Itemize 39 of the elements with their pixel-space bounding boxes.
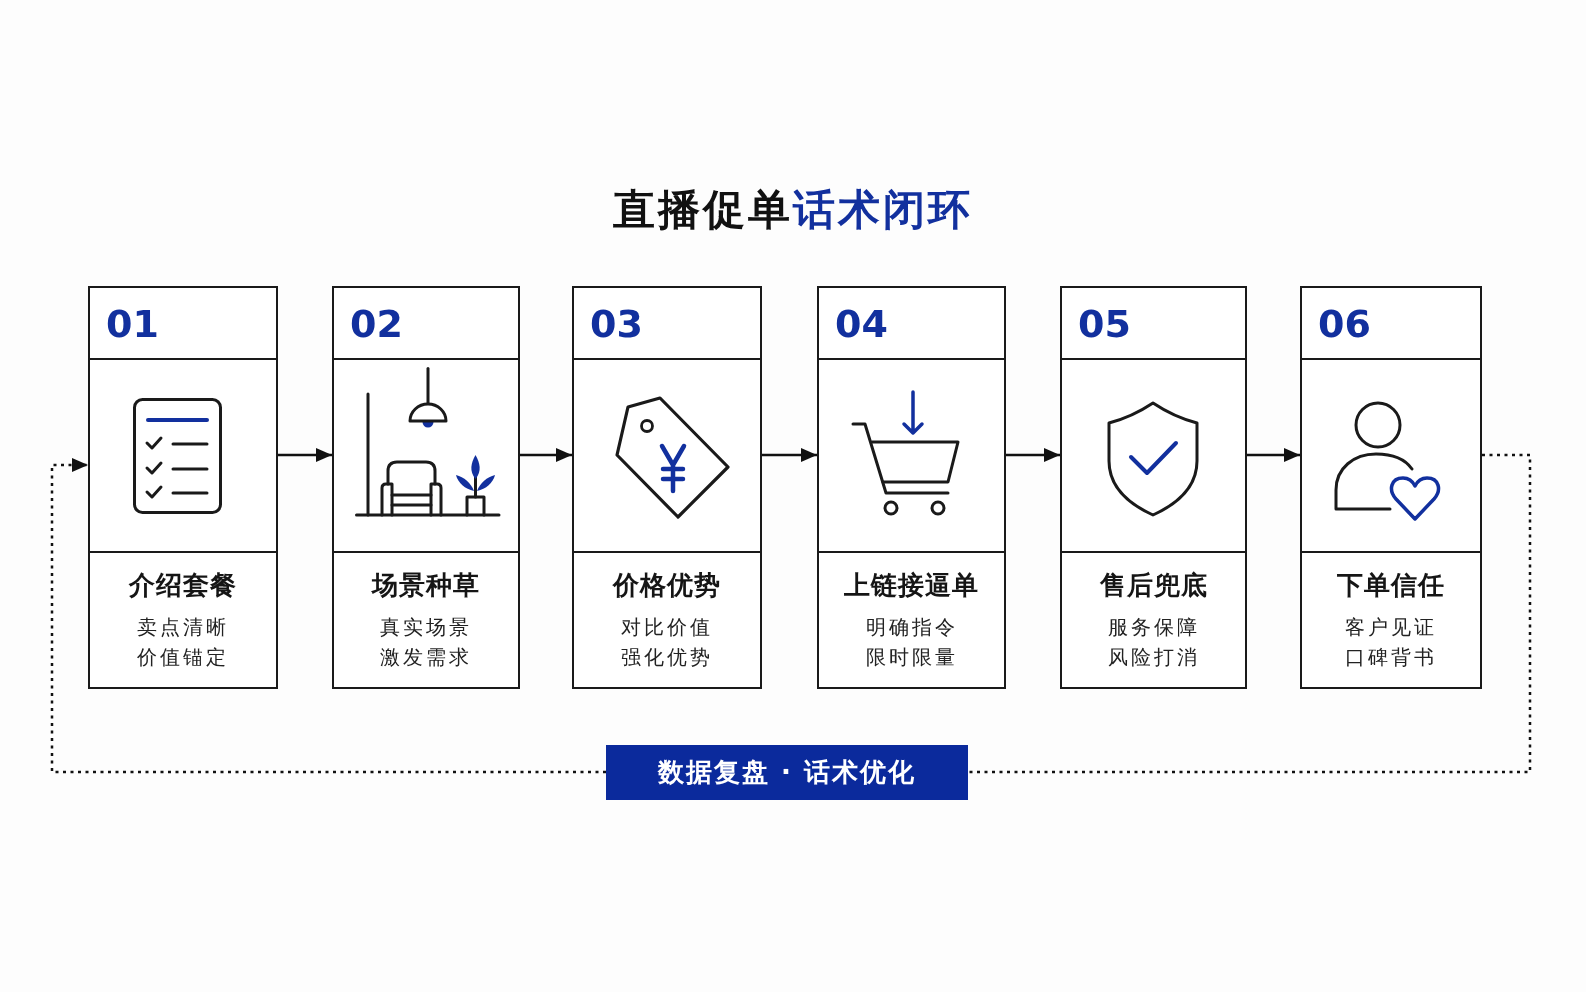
step-text: 真实场景	[380, 614, 472, 640]
step-card	[817, 286, 1006, 689]
step-card	[1300, 286, 1482, 689]
dotted-line	[968, 453, 1532, 774]
step-title: 售后兜底	[1099, 569, 1208, 601]
step-card	[1060, 286, 1247, 689]
step-text: 价值锚定	[137, 644, 229, 670]
step-text: 口碑背书	[1345, 644, 1437, 670]
step-text: 服务保障	[1107, 614, 1200, 640]
step-title: 下单信任	[1337, 569, 1445, 601]
step-text: 对比价值	[621, 614, 713, 640]
step-text: 明确指令	[865, 614, 958, 640]
step-number: 06	[1318, 304, 1371, 344]
arrow	[278, 448, 332, 462]
step-text: 客户见证	[1345, 614, 1437, 640]
step-number: 05	[1078, 304, 1131, 344]
step-number: 01	[106, 304, 159, 344]
step-title: 介绍套餐	[129, 569, 237, 601]
step-title: 上链接逼单	[844, 569, 979, 601]
step-card	[332, 286, 520, 689]
step-card	[572, 286, 762, 689]
step-number: 04	[835, 304, 888, 344]
arrow	[1006, 448, 1060, 462]
title: 直播促单话术闭环	[613, 184, 973, 236]
step-text: 激发需求	[380, 644, 472, 670]
step-title: 场景种草	[372, 569, 480, 601]
step-number: 02	[350, 304, 403, 344]
arrow	[520, 448, 572, 462]
step-text: 卖点清晰	[137, 614, 229, 640]
step-number: 03	[590, 304, 643, 344]
step-card	[88, 286, 278, 689]
step-text: 限时限量	[865, 644, 958, 670]
arrow	[1247, 448, 1300, 462]
step-text: 风险打消	[1107, 644, 1200, 670]
step-text: 强化优势	[621, 644, 713, 670]
step-title: 价格优势	[613, 569, 721, 601]
feedback-box: 数据复盘 · 话术优化	[606, 745, 968, 800]
dotted-arrow	[50, 458, 606, 774]
arrow	[762, 448, 817, 462]
